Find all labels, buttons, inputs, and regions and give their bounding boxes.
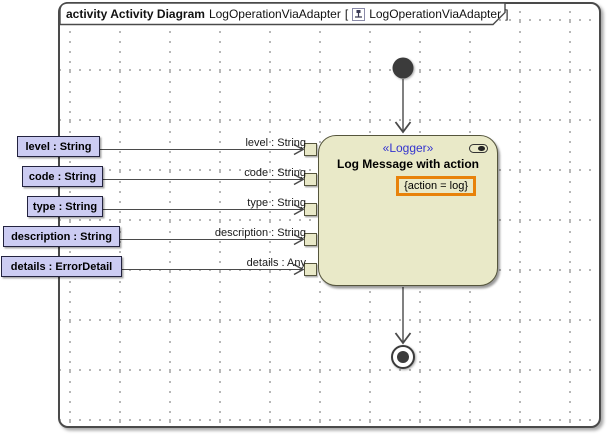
frame-title-keyword: activity Activity Diagram — [66, 7, 205, 21]
action-node-log-message[interactable]: «Logger» Log Message with action {action… — [318, 135, 498, 286]
frame-title-context: LogOperationViaAdapter — [369, 7, 502, 21]
parameter-node-code[interactable]: code : String — [22, 166, 103, 187]
activity-diagram-icon — [352, 7, 366, 21]
pin-label-code: code : String — [244, 167, 306, 179]
frame-title-name: LogOperationViaAdapter — [208, 7, 341, 21]
pin-label-details: details : Any — [246, 257, 306, 269]
pin-label-description: description : String — [214, 227, 306, 239]
frame-title-open-bracket: [ — [344, 7, 349, 21]
action-name: Log Message with action — [336, 157, 480, 171]
action-stereotype: «Logger» — [382, 141, 434, 155]
parameter-node-description[interactable]: description : String — [3, 226, 120, 247]
pin-label-type: type : String — [247, 197, 306, 209]
parameter-node-type[interactable]: type : String — [27, 196, 103, 217]
frame-title-close-bracket: ] — [505, 7, 509, 21]
pin-label-level: level : String — [245, 137, 306, 149]
parameter-node-level[interactable]: level : String — [17, 136, 100, 157]
frame-title: activity Activity Diagram LogOperationVi… — [66, 6, 508, 22]
parameter-node-details[interactable]: details : ErrorDetail — [1, 256, 122, 277]
action-constraint-badge[interactable]: {action = log} — [396, 176, 476, 196]
behavior-pill-icon — [469, 144, 488, 153]
